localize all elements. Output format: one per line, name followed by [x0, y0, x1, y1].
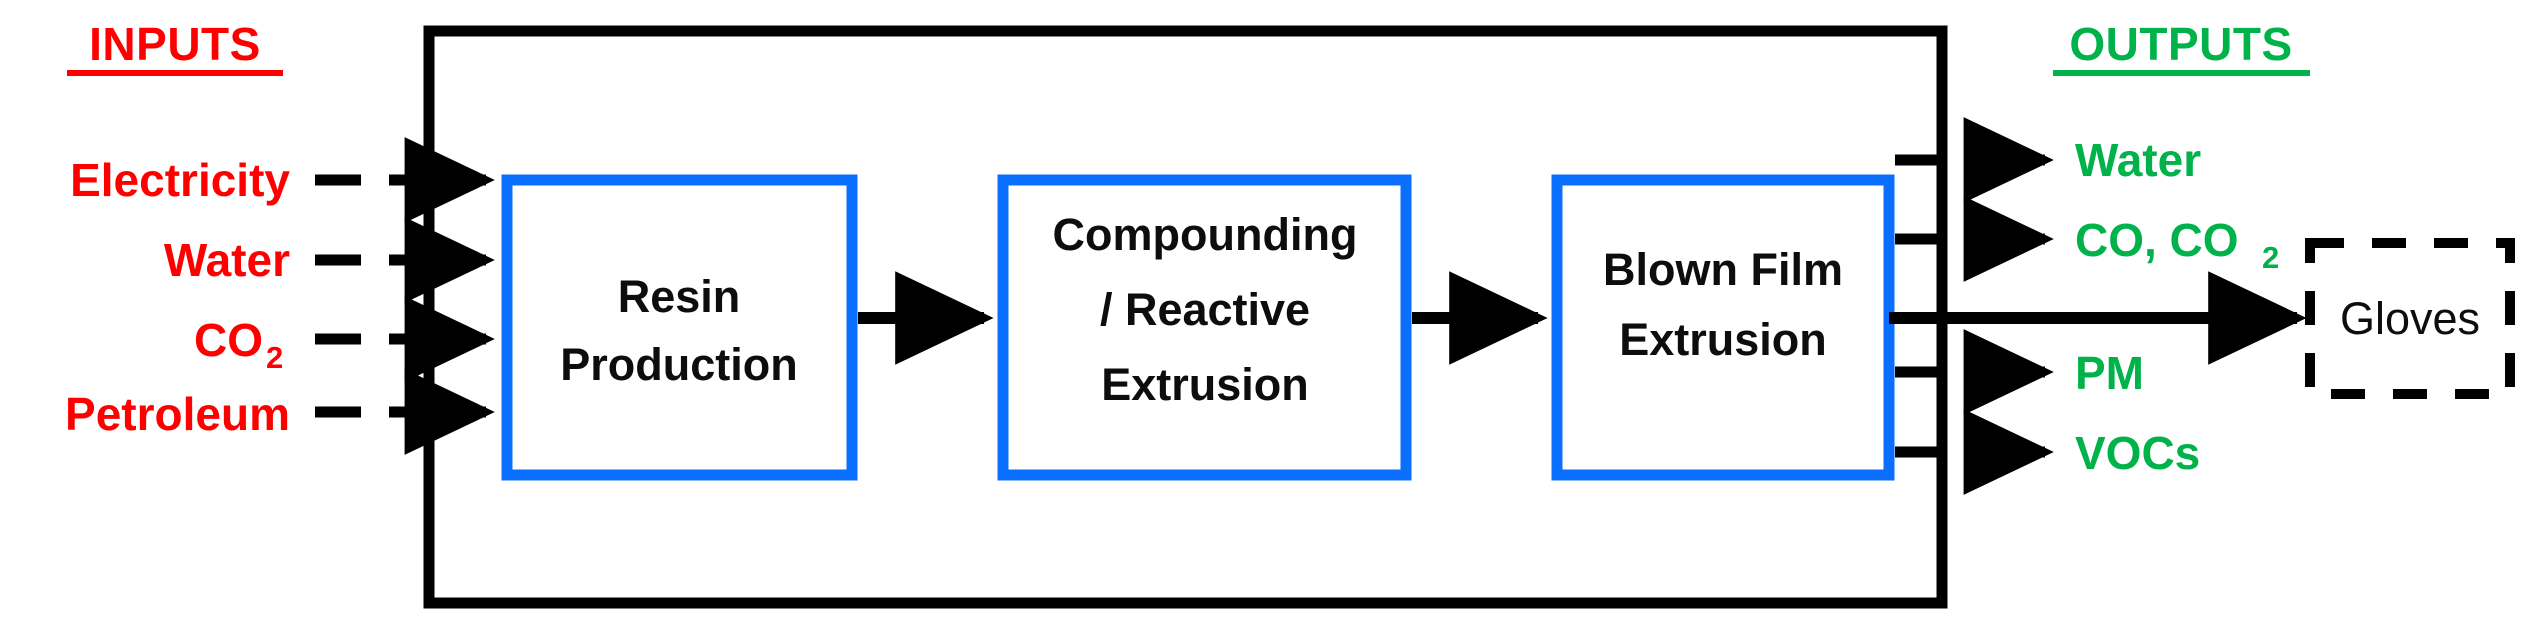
process-box-resin-production-line-1: Resin: [618, 271, 741, 322]
input-arrows-group: [315, 137, 495, 455]
process-box-compounding-reactive-extrusion-rect: [997, 174, 1412, 481]
output-label-co-co2-group: CO, CO 2: [2075, 214, 2279, 275]
output-label-water: Water: [2075, 134, 2201, 186]
output-arrows-group: [1895, 117, 2054, 495]
process-box-compounding-line-2: / Reactive: [1100, 284, 1310, 335]
process-box-compounding-line-1: Compounding: [1053, 209, 1358, 260]
process-box-blown-film-line-1: Blown Film: [1603, 244, 1843, 295]
outputs-header: OUTPUTS: [2069, 18, 2292, 70]
input-label-co2-group: CO 2: [194, 314, 283, 375]
process-box-resin-production-line-2: Production: [560, 339, 797, 390]
output-label-pm: PM: [2075, 347, 2144, 399]
process-box-blown-film-extrusion[interactable]: Blown Film Extrusion: [1551, 174, 1895, 481]
inputs-header: INPUTS: [89, 18, 261, 70]
input-label-co2-subscript: 2: [266, 340, 283, 375]
input-label-water: Water: [164, 234, 290, 286]
process-box-compounding-line-3: Extrusion: [1101, 359, 1309, 410]
input-label-petroleum: Petroleum: [65, 388, 290, 440]
input-label-electricity: Electricity: [70, 154, 290, 206]
process-box-blown-film-extrusion-rect: [1551, 174, 1895, 481]
output-label-vocs: VOCs: [2075, 427, 2200, 479]
inputs-header-group: INPUTS: [67, 18, 283, 76]
output-label-co-co2: CO, CO: [2075, 214, 2239, 266]
process-box-resin-production-rect: [501, 174, 858, 481]
outputs-header-group: OUTPUTS: [2053, 18, 2310, 76]
process-box-blown-film-line-2: Extrusion: [1619, 314, 1827, 365]
output-label-co2-subscript: 2: [2262, 240, 2279, 275]
product-box-gloves-rect: [2305, 238, 2515, 399]
process-box-resin-production[interactable]: Resin Production: [501, 174, 858, 481]
input-label-co2: CO: [194, 314, 263, 366]
product-box-gloves-label: Gloves: [2340, 293, 2480, 344]
process-box-compounding-reactive-extrusion[interactable]: Compounding / Reactive Extrusion: [997, 174, 1412, 481]
product-box-gloves[interactable]: Gloves: [2305, 238, 2515, 399]
